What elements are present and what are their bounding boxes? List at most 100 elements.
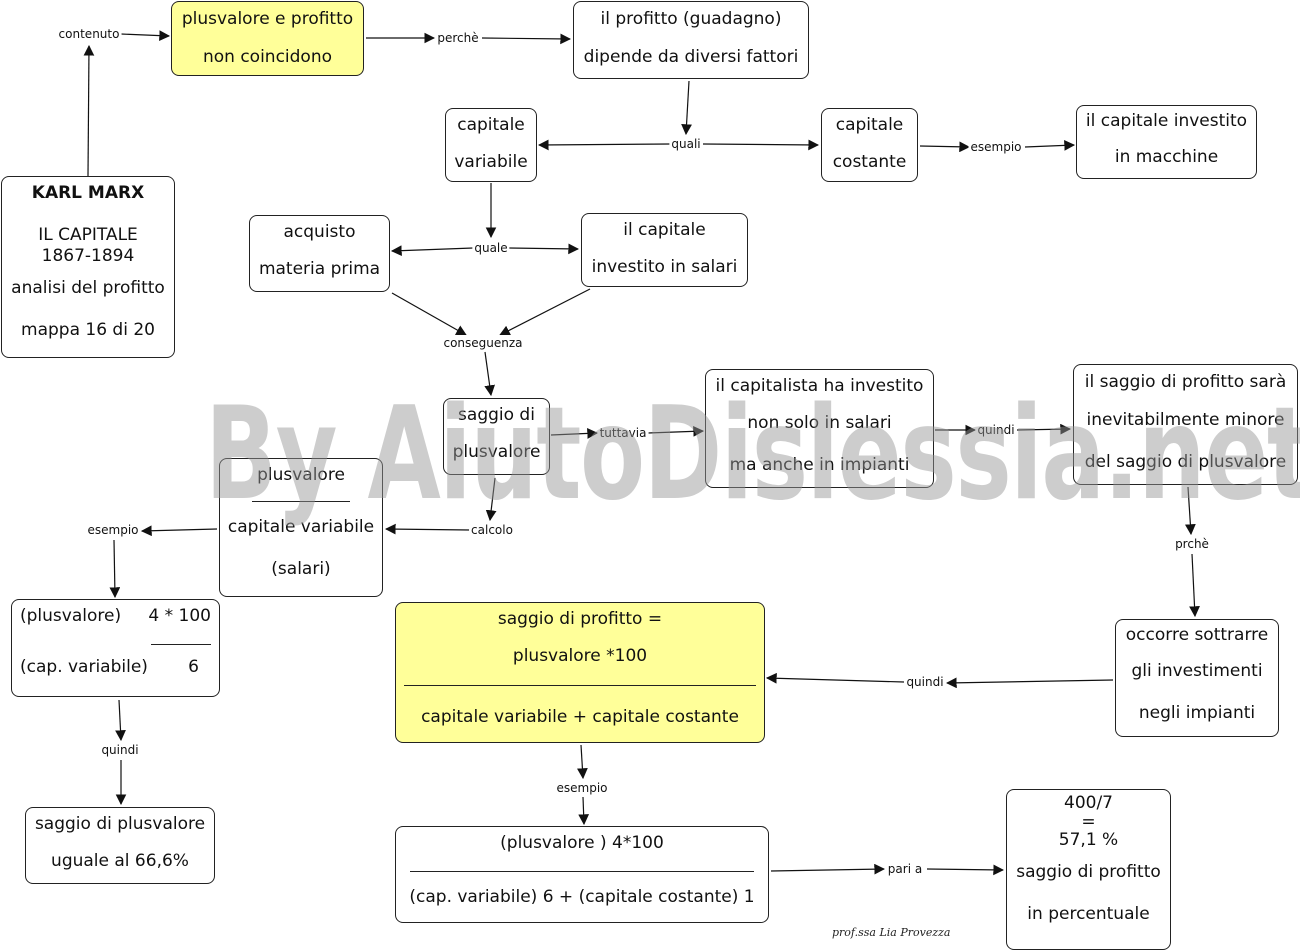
node-karl-marx-years: 1867-1894 xyxy=(41,246,135,266)
edge-saggio-tuttavia xyxy=(550,428,599,439)
edge-tuttavia-capitalista xyxy=(647,425,705,437)
edge-esempio-calcolo xyxy=(109,539,121,599)
link-label-tuttavia: tuttavia xyxy=(597,425,649,441)
node-capitale-variabile[interactable]: capitale variabile xyxy=(445,108,537,182)
node-acquisto-l1: acquisto xyxy=(283,222,356,242)
node-risultato[interactable]: 400/7 = 57,1 % saggio di profitto in per… xyxy=(1006,789,1171,950)
node-saggio-plusvalore-l1: saggio di xyxy=(458,405,535,425)
link-label-quali: quali xyxy=(669,136,703,152)
node-capitalista-l1: il capitalista ha investito xyxy=(715,376,924,396)
node-esempio-plusvalore-num-value: 4 * 100 xyxy=(148,606,211,626)
node-saggio-plusvalore-l2: plusvalore xyxy=(452,442,541,462)
edge-quale-acquisto xyxy=(390,245,474,257)
node-capitale-costante-l1: capitale xyxy=(835,115,904,135)
node-risultato-l2: = xyxy=(1081,812,1096,832)
node-acquisto-materia[interactable]: acquisto materia prima xyxy=(249,215,390,292)
edge-calcolo-quindi xyxy=(115,699,126,742)
edge-calcolo-formula xyxy=(384,523,471,535)
node-risultato-l5: in percentuale xyxy=(1027,904,1150,924)
author-signature: prof.ssa Lia Provezza xyxy=(832,926,951,939)
node-saggio-minore-l1: il saggio di profitto sarà xyxy=(1084,372,1287,392)
node-esempio-profitto[interactable]: (plusvalore ) 4*100 (cap. variabile) 6 +… xyxy=(395,826,769,923)
node-esempio-profitto-num: (plusvalore ) 4*100 xyxy=(500,833,664,853)
node-capitale-salari-l2: investito in salari xyxy=(591,257,738,277)
node-formula-profitto-l1: saggio di profitto = xyxy=(497,609,663,629)
node-karl-marx-map: mappa 16 di 20 xyxy=(21,320,155,340)
node-profitto-guadagno[interactable]: il profitto (guadagno) dipende da divers… xyxy=(573,1,809,79)
link-label-quale: quale xyxy=(472,240,510,256)
node-capitale-salari[interactable]: il capitale investito in salari xyxy=(581,213,748,287)
edge-salari-conseguenza xyxy=(499,288,591,336)
edge-quindi-formula xyxy=(765,672,905,684)
edge-prche-sottrarre xyxy=(1189,553,1200,618)
edge-quali-costante xyxy=(702,139,820,151)
node-capitale-salari-l1: il capitale xyxy=(623,220,706,240)
node-esempio-plusvalore-den-value: 6 xyxy=(188,657,199,677)
node-karl-marx[interactable]: KARL MARX IL CAPITALE 1867-1894 analisi … xyxy=(1,176,175,358)
link-label-pari-a: pari a xyxy=(885,861,925,877)
node-sottrarre-l2: gli investimenti xyxy=(1131,661,1263,681)
link-label-esempio-macchine: esempio xyxy=(968,139,1024,155)
edge-calcolo-paria xyxy=(770,863,886,875)
node-plusvalore-profitto[interactable]: plusvalore e profitto non coincidono xyxy=(171,1,364,76)
link-label-perche: perchè xyxy=(435,30,481,46)
node-acquisto-l2: materia prima xyxy=(258,259,381,279)
edge-esempio-macchine xyxy=(1024,140,1076,151)
edge-costante-esempio xyxy=(919,141,971,153)
node-saggio-minore-l3: del saggio di plusvalore xyxy=(1084,452,1287,472)
edge-minore-prche xyxy=(1184,486,1196,536)
node-sottrarre[interactable]: occorre sottrarre gli investimenti negli… xyxy=(1115,619,1279,737)
edge-quale-salari xyxy=(508,243,580,255)
node-saggio-plusvalore[interactable]: saggio di plusvalore xyxy=(443,398,550,475)
edge-conseguenza-saggio xyxy=(484,351,496,397)
edge-acquisto-conseguenza xyxy=(391,292,467,336)
link-label-quindi-66: quindi xyxy=(99,742,141,758)
node-formula-profitto[interactable]: saggio di profitto = plusvalore *100 cap… xyxy=(395,602,765,743)
node-formula-plusvalore[interactable]: plusvalore capitale variabile (salari) xyxy=(219,458,383,597)
node-plusvalore-profitto-l2: non coincidono xyxy=(202,47,333,67)
node-capitale-macchine[interactable]: il capitale investito in macchine xyxy=(1076,105,1257,179)
edge-marx-contenuto xyxy=(83,44,95,177)
link-label-quindi-formula: quindi xyxy=(904,674,946,690)
node-profitto-guadagno-l1: il profitto (guadagno) xyxy=(600,9,782,29)
node-esempio-plusvalore[interactable]: (plusvalore) 4 * 100 (cap. variabile) 6 xyxy=(11,599,220,697)
link-label-conseguenza: conseguenza xyxy=(441,335,525,351)
node-plusvalore-profitto-l1: plusvalore e profitto xyxy=(181,9,354,29)
node-sottrarre-l3: negli impianti xyxy=(1138,703,1256,723)
link-label-quindi-minore: quindi xyxy=(975,422,1017,438)
node-capitalista-l2: non solo in salari xyxy=(747,413,892,433)
node-saggio-minore[interactable]: il saggio di profitto sarà inevitabilmen… xyxy=(1073,364,1298,485)
node-saggio-66[interactable]: saggio di plusvalore uguale al 66,6% xyxy=(25,807,215,884)
node-karl-marx-title: KARL MARX xyxy=(31,183,145,203)
node-karl-marx-topic: analisi del profitto xyxy=(11,278,165,298)
link-label-esempio-plusvalore: esempio xyxy=(85,522,141,538)
edge-esempio2-calcolo xyxy=(578,796,590,826)
edge-formula-esempio xyxy=(140,525,218,537)
node-capitalista[interactable]: il capitalista ha investito non solo in … xyxy=(705,369,934,488)
edge-quali-variabile xyxy=(537,139,671,151)
fraction-bar xyxy=(151,644,211,645)
node-formula-profitto-l2: plusvalore *100 xyxy=(512,646,648,666)
node-capitale-costante[interactable]: capitale costante xyxy=(821,108,918,182)
node-karl-marx-work: IL CAPITALE xyxy=(38,225,138,245)
edge-perche-profitto xyxy=(481,33,572,45)
edge-quindi-minore xyxy=(1016,423,1072,435)
edge-formula-esempio2 xyxy=(577,744,588,780)
link-label-prche: prchè xyxy=(1173,536,1211,552)
edge-saggio-calcolo xyxy=(485,477,497,522)
node-capitalista-l3: ma anche in impianti xyxy=(729,455,910,475)
node-capitale-macchine-l2: in macchine xyxy=(1114,147,1219,167)
node-saggio-66-l2: uguale al 66,6% xyxy=(51,851,189,871)
node-capitale-variabile-l1: capitale xyxy=(457,115,525,135)
node-capitale-macchine-l1: il capitale investito xyxy=(1085,111,1248,131)
node-saggio-66-l1: saggio di plusvalore xyxy=(34,814,206,834)
link-label-contenuto: contenuto xyxy=(56,26,122,42)
node-formula-plusvalore-den2: (salari) xyxy=(271,559,331,579)
node-formula-plusvalore-num: plusvalore xyxy=(257,465,345,485)
fraction-bar xyxy=(252,501,350,502)
node-formula-plusvalore-den1: capitale variabile xyxy=(227,517,375,537)
node-capitale-variabile-l2: variabile xyxy=(454,152,528,172)
node-esempio-plusvalore-num-label: (plusvalore) xyxy=(20,606,122,626)
node-profitto-guadagno-l2: dipende da diversi fattori xyxy=(583,47,799,67)
